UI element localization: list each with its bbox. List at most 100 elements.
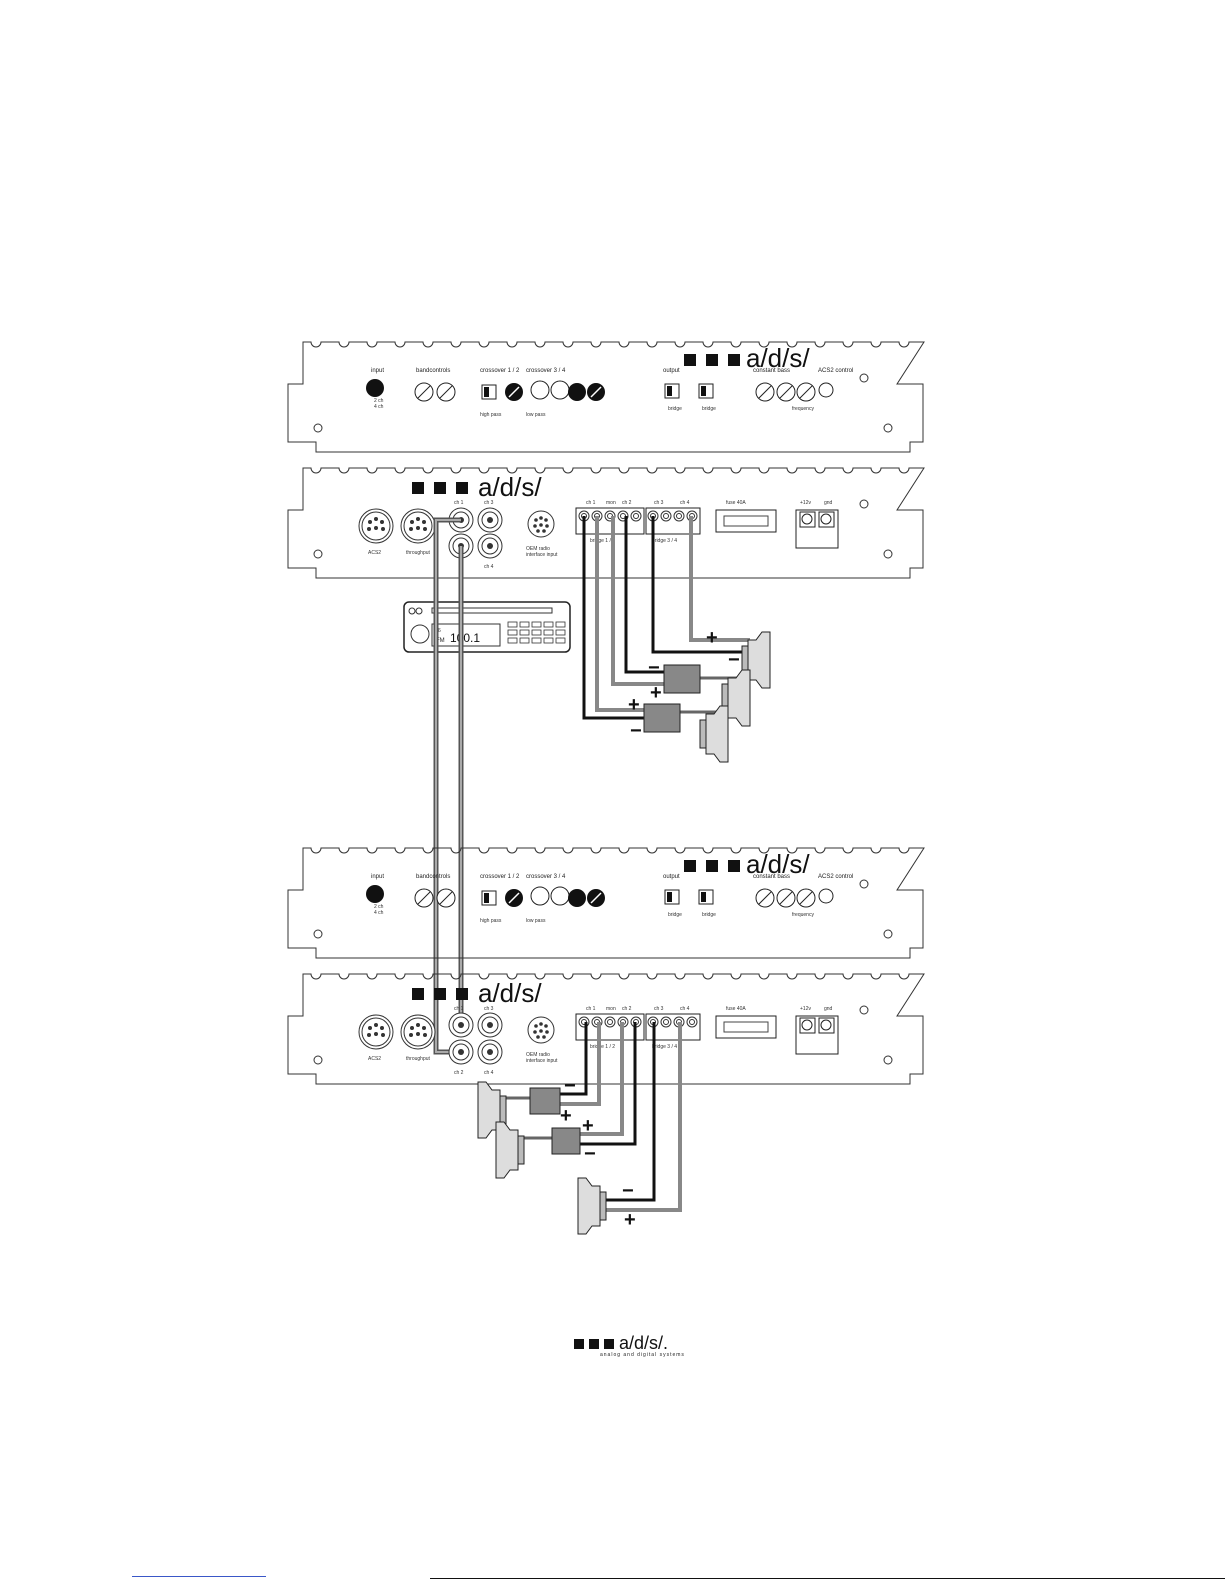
amplifier-1-control-panel: a/d/s/ input 2 ch 4 ch bandcontrols cros… <box>287 341 925 453</box>
svg-text:+: + <box>582 1115 594 1137</box>
svg-text:+: + <box>560 1105 572 1127</box>
svg-text:ch 3: ch 3 <box>484 1006 494 1012</box>
svg-text:interface input: interface input <box>526 552 558 558</box>
rca-ch2[interactable] <box>448 1039 474 1065</box>
svg-text:ACS2: ACS2 <box>368 1056 381 1062</box>
svg-text:−: − <box>630 720 642 742</box>
svg-text:ACS2 control: ACS2 control <box>818 874 853 880</box>
band-trim-2 <box>436 382 456 402</box>
svg-text:crossover 3 / 4: crossover 3 / 4 <box>526 368 566 374</box>
svg-text:ch 1: ch 1 <box>586 1006 596 1012</box>
svg-text:+12v: +12v <box>800 500 811 506</box>
svg-text:crossover 1 / 2: crossover 1 / 2 <box>480 368 520 374</box>
crossover-box <box>529 1087 561 1115</box>
svg-text:bridge 3 / 4: bridge 3 / 4 <box>652 538 677 544</box>
svg-text:fuse 40A: fuse 40A <box>726 1006 746 1012</box>
svg-text:−: − <box>584 1143 596 1165</box>
svg-text:−: − <box>622 1180 634 1202</box>
crossover-box <box>551 1127 581 1155</box>
band-trim-1 <box>414 382 434 402</box>
svg-text:throughput: throughput <box>406 1056 431 1062</box>
svg-text:bridge: bridge <box>668 406 682 412</box>
svg-text:mon: mon <box>606 1006 616 1012</box>
svg-text:input: input <box>371 368 384 374</box>
svg-text:ch 3: ch 3 <box>654 500 664 506</box>
footer-link-underline <box>132 1576 266 1577</box>
rca-signal-cables <box>433 517 464 1055</box>
svg-text:low pass: low pass <box>526 918 546 924</box>
svg-text:bandcontrols: bandcontrols <box>416 368 450 374</box>
throughput-connector[interactable] <box>400 508 436 544</box>
svg-text:4 ch: 4 ch <box>374 404 384 410</box>
brand-logo: a/d/s/ <box>684 343 810 373</box>
footer-logo: a/d/s/. analog and digital systems <box>574 1333 704 1358</box>
svg-text:bridge: bridge <box>702 912 716 918</box>
preset-buttons[interactable] <box>507 621 566 644</box>
svg-text:gnd: gnd <box>824 1006 833 1012</box>
svg-text:mon: mon <box>606 500 616 506</box>
radio-display <box>431 623 501 647</box>
svg-text:100.1: 100.1 <box>450 631 480 645</box>
svg-text:input: input <box>371 874 384 880</box>
rca-ch1[interactable] <box>448 1012 474 1038</box>
svg-text:+12v: +12v <box>800 1006 811 1012</box>
brand-logo: a/d/s/ <box>412 978 542 1008</box>
svg-text:interface input: interface input <box>526 1058 558 1064</box>
svg-text:2 ch: 2 ch <box>374 398 384 404</box>
svg-text:ch 3: ch 3 <box>654 1006 664 1012</box>
acs-connector[interactable] <box>358 508 394 544</box>
svg-text:OEM radio: OEM radio <box>526 546 550 552</box>
rca-ch4[interactable] <box>477 1039 503 1065</box>
svg-text:ch 4: ch 4 <box>680 500 690 506</box>
svg-text:ch 3: ch 3 <box>484 500 494 506</box>
svg-text:ch 1: ch 1 <box>454 1006 464 1012</box>
brand-logo: a/d/s/ <box>684 849 810 879</box>
svg-text:low pass: low pass <box>526 412 546 418</box>
svg-text:ch 4: ch 4 <box>680 1006 690 1012</box>
page-footer-rule <box>0 1575 1225 1585</box>
svg-text:ch 4: ch 4 <box>484 1070 494 1076</box>
svg-text:crossover 1 / 2: crossover 1 / 2 <box>480 874 520 880</box>
svg-text:bridge: bridge <box>668 912 682 918</box>
svg-text:ch 1: ch 1 <box>586 500 596 506</box>
svg-text:constant bass: constant bass <box>753 874 790 880</box>
footer-divider <box>430 1578 1225 1579</box>
svg-text:4 ch: 4 ch <box>374 910 384 916</box>
amplifier-2-connection-panel: a/d/s/ ACS2 throughput ch 1 ch 3 ch 2 ch… <box>287 973 925 1085</box>
svg-text:OEM radio: OEM radio <box>526 1052 550 1058</box>
svg-text:crossover 3 / 4: crossover 3 / 4 <box>526 874 566 880</box>
svg-text:−: − <box>564 1075 576 1097</box>
svg-text:ch 2: ch 2 <box>454 1070 464 1076</box>
speaker-woofer <box>577 1177 607 1235</box>
svg-text:high pass: high pass <box>480 918 502 924</box>
svg-text:6: 6 <box>438 628 441 634</box>
svg-text:ACS2: ACS2 <box>368 550 381 556</box>
svg-text:high pass: high pass <box>480 412 502 418</box>
svg-text:+: + <box>624 1209 636 1231</box>
oem-input[interactable] <box>527 510 555 538</box>
svg-text:−: − <box>648 657 660 679</box>
rca-ch3[interactable] <box>477 507 503 533</box>
crossover-box <box>663 664 701 694</box>
speaker-tweeter <box>495 1121 525 1179</box>
svg-text:ch 2: ch 2 <box>622 1006 632 1012</box>
svg-text:a/d/s/: a/d/s/ <box>478 978 542 1008</box>
svg-text:throughput: throughput <box>406 550 431 556</box>
head-unit-radio: 6 FM 100.1 <box>403 601 571 653</box>
svg-text:constant bass: constant bass <box>753 368 790 374</box>
amp2-speaker-wiring <box>500 1022 682 1212</box>
amplifier-1-connection-panel: a/d/s/ ACS2 throughput ch 1 ch 3 ch 4 OE… <box>287 467 925 579</box>
rca-ch3[interactable] <box>477 1012 503 1038</box>
amp1-speaker-wiring <box>582 516 750 720</box>
svg-text:ch 2: ch 2 <box>622 500 632 506</box>
rca-ch4[interactable] <box>477 533 503 559</box>
volume-knob[interactable] <box>410 624 430 644</box>
svg-text:bandcontrols: bandcontrols <box>416 874 450 880</box>
svg-text:2 ch: 2 ch <box>374 904 384 910</box>
svg-text:bridge 1 / 2: bridge 1 / 2 <box>590 538 615 544</box>
svg-text:a/d/s/: a/d/s/ <box>746 849 810 879</box>
svg-text:ch 4: ch 4 <box>484 564 494 570</box>
svg-text:fuse 40A: fuse 40A <box>726 500 746 506</box>
